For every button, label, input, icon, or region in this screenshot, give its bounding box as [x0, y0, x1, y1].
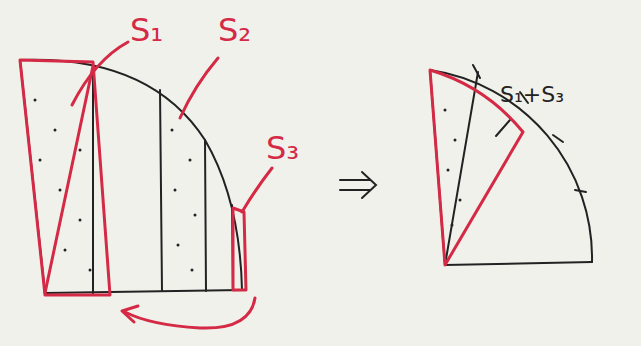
axes	[20, 60, 242, 293]
tick	[473, 65, 480, 78]
s1-rectangle	[20, 60, 110, 295]
arc	[430, 70, 592, 262]
arrowhead	[122, 306, 138, 322]
leader-line	[180, 58, 218, 118]
curved-arrow	[125, 298, 255, 328]
tick	[575, 190, 586, 192]
implies-arrow	[340, 172, 376, 198]
s3-strip	[233, 208, 246, 290]
strip-line	[205, 140, 206, 291]
region-label: S₂	[218, 14, 251, 46]
region-label: S₃	[266, 132, 299, 164]
shading-dots	[34, 99, 197, 272]
s1-diagonal	[45, 66, 93, 293]
left-figure	[20, 60, 242, 294]
region-label: S₁+S₃	[500, 84, 564, 106]
tick	[553, 135, 563, 142]
strip-line	[160, 90, 162, 291]
leader-line	[242, 168, 272, 212]
strip-line	[92, 64, 94, 294]
leader-line	[496, 120, 510, 136]
region-label: S₁	[130, 14, 163, 46]
shading-dots	[444, 109, 462, 227]
axes	[430, 70, 592, 265]
red-marks	[20, 42, 272, 328]
leader-line	[72, 42, 128, 105]
right-figure	[430, 65, 592, 265]
